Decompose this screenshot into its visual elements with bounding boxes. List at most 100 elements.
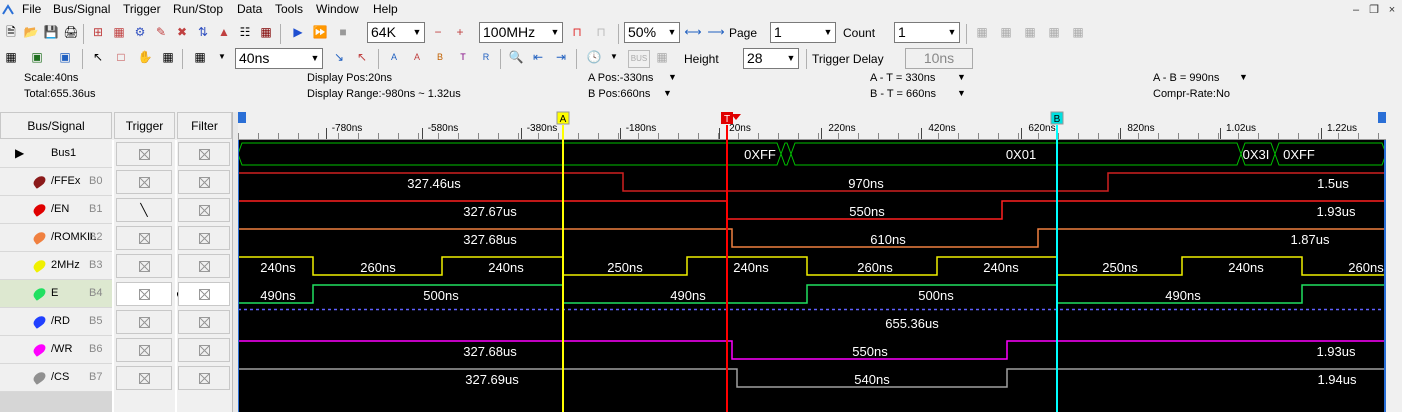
chevron-down-icon[interactable]: ▼ <box>1239 72 1248 82</box>
menu-bus-signal[interactable]: Bus/Signal <box>53 2 111 16</box>
filter-cell[interactable] <box>178 226 230 250</box>
restore-icon[interactable]: ❐ <box>1369 4 1379 16</box>
filter-cell[interactable] <box>178 310 230 334</box>
depth-dec-icon[interactable]: − <box>434 25 442 39</box>
chevron-down-icon[interactable]: ▼ <box>218 52 226 61</box>
depth-select[interactable]: 64K ▼ <box>367 22 425 43</box>
chevron-down-icon[interactable]: ▼ <box>957 88 966 98</box>
menu-help[interactable]: Help <box>373 2 398 16</box>
add-signal-icon[interactable]: ⊞ <box>92 25 104 39</box>
filter-cell[interactable] <box>178 338 230 362</box>
chevron-down-icon[interactable]: ▼ <box>663 88 672 98</box>
a-bar-red-icon[interactable]: A <box>413 51 420 62</box>
print-icon[interactable]: 🖨 <box>63 25 79 39</box>
b-bar-icon[interactable]: B <box>436 51 443 62</box>
table-icon[interactable]: ▦ <box>162 50 174 64</box>
bus-property-icon[interactable]: ⚙ <box>134 25 146 39</box>
menu-tools[interactable]: Tools <box>275 2 304 16</box>
clock-wave-icon[interactable]: ⊓ <box>572 25 582 39</box>
a-bar-icon[interactable]: A <box>390 51 397 62</box>
search-icon[interactable]: 🔍 <box>508 50 524 64</box>
chevron-down-icon[interactable]: ▼ <box>668 72 677 82</box>
select-area-icon[interactable]: □ <box>117 50 125 64</box>
trigger-cell[interactable]: ▼ <box>116 282 182 306</box>
page-next-icon[interactable]: ⟶ <box>707 25 725 39</box>
chip-icon[interactable]: ▣ <box>31 50 43 64</box>
trigger-cell[interactable]: ╲ <box>116 198 172 222</box>
trigger-header[interactable]: Trigger <box>114 112 175 139</box>
filter-cell[interactable] <box>178 142 230 166</box>
menu-window[interactable]: Window <box>316 2 359 16</box>
save-icon[interactable]: 💾 <box>43 25 59 39</box>
run-repeat-icon[interactable]: ⏩ <box>312 25 328 39</box>
signal-edit-icon[interactable]: ✎ <box>155 25 167 39</box>
trigger-cell[interactable] <box>116 366 172 390</box>
filter-cell[interactable] <box>178 366 230 390</box>
open-file-icon[interactable]: 📂 <box>23 25 39 39</box>
depth-inc-icon[interactable]: + <box>456 25 464 39</box>
trigger-set-icon[interactable]: ▲ <box>218 25 230 39</box>
signal-group-icon[interactable]: ▦ <box>113 25 125 39</box>
menu-data[interactable]: Data <box>237 2 263 16</box>
stop-icon[interactable]: ■ <box>339 25 347 39</box>
hand-icon[interactable]: ✋ <box>137 50 153 64</box>
r-bar-icon[interactable]: R <box>482 51 490 62</box>
trigger-cell[interactable] <box>116 142 172 166</box>
trigger-delay-field[interactable]: 10ns <box>905 48 973 69</box>
filter-header[interactable]: Filter <box>177 112 232 139</box>
chevron-down-icon[interactable]: ▼ <box>957 72 966 82</box>
minimize-icon[interactable]: – <box>1352 4 1360 16</box>
t-bar-icon[interactable]: T <box>460 51 466 62</box>
trigger-cell[interactable] <box>116 226 172 250</box>
clock-icon[interactable]: 🕓 <box>586 50 602 64</box>
trigger-cell[interactable] <box>116 170 172 194</box>
signal-sort-icon[interactable]: ⇅ <box>197 25 209 39</box>
search-prev-icon[interactable]: ⇤ <box>532 50 544 64</box>
expand-arrow-icon[interactable]: ▶ <box>15 146 25 160</box>
channel-config-icon[interactable]: ☷ <box>239 25 251 39</box>
sample-rate-select[interactable]: 100MHz ▼ <box>479 22 563 43</box>
timebase-select[interactable]: 40ns ▼ <box>235 48 323 69</box>
trigger-cell[interactable] <box>116 310 172 334</box>
menu-file[interactable]: File <box>22 2 42 16</box>
zoom-out-icon[interactable]: ↖ <box>356 50 368 64</box>
grid-view-icon[interactable]: ▦ <box>5 50 17 64</box>
bus-signal-header[interactable]: Bus/Signal <box>0 112 112 139</box>
zoom-in-icon[interactable]: ↘ <box>333 50 345 64</box>
bus-value: 0XFF <box>744 147 776 162</box>
new-file-icon[interactable]: 🗎 <box>6 25 16 39</box>
zoom-select[interactable]: 50% ▼ <box>624 22 680 43</box>
signal-delete-icon[interactable]: ✖ <box>176 25 188 39</box>
trigger-cell[interactable] <box>116 254 172 278</box>
signal-row-bus1[interactable]: ▶Bus1 <box>0 140 112 168</box>
height-select[interactable]: 28 ▼ <box>743 48 799 69</box>
page-prev-icon[interactable]: ⟷ <box>684 25 702 39</box>
close-icon[interactable]: × <box>1388 4 1396 16</box>
run-icon[interactable]: ▶ <box>293 25 303 39</box>
chevron-down-icon[interactable]: ▼ <box>610 52 618 61</box>
filter-cell[interactable]: ▼ <box>178 282 240 306</box>
trigger-cell[interactable] <box>116 338 172 362</box>
pointer-icon[interactable]: ↖ <box>92 50 104 64</box>
memory-icon[interactable]: ▦ <box>260 25 272 39</box>
menu-trigger[interactable]: Trigger <box>123 2 161 16</box>
filter-cell[interactable] <box>178 170 230 194</box>
splitter-handle[interactable] <box>232 112 238 412</box>
search-next-icon[interactable]: ⇥ <box>555 50 567 64</box>
menu-run-stop[interactable]: Run/Stop <box>173 2 224 16</box>
filter-cell[interactable] <box>178 254 230 278</box>
page-select[interactable]: 1 ▼ <box>770 22 836 43</box>
window-icon[interactable]: ▣ <box>59 50 71 64</box>
filter-cell[interactable] <box>178 198 230 222</box>
count-select[interactable]: 1 ▼ <box>894 22 960 43</box>
timebase-grid-icon[interactable]: ▦ <box>194 50 206 64</box>
